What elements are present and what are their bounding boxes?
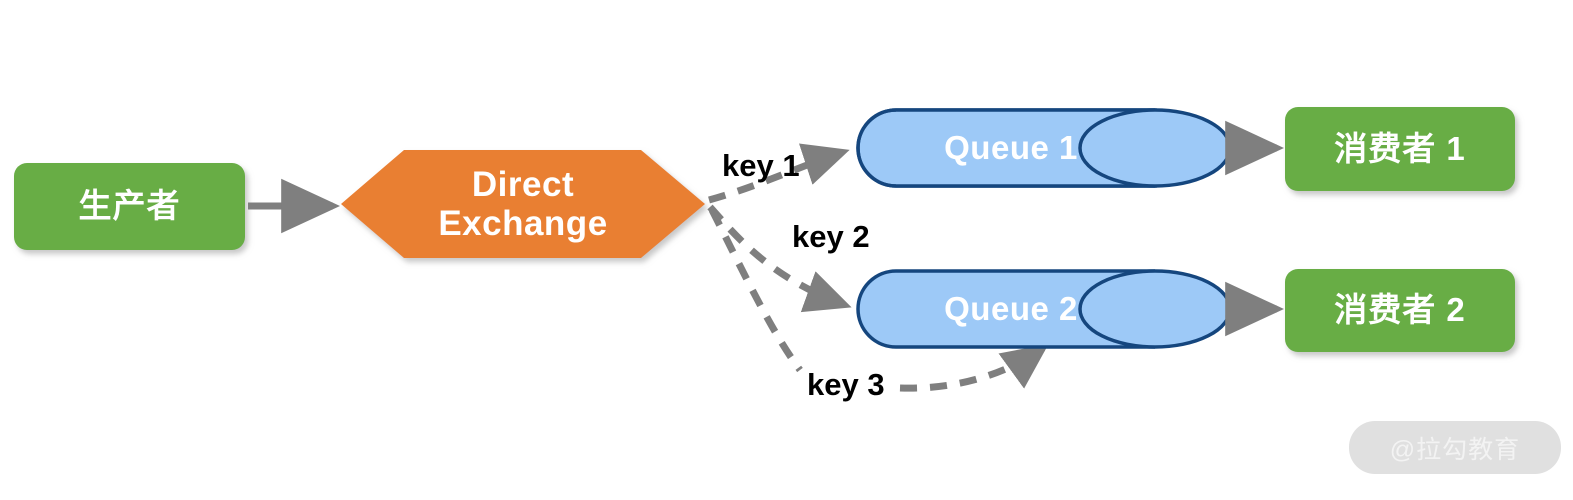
node-queue2[interactable] — [856, 269, 1232, 349]
consumer1-box-shape — [1285, 107, 1515, 191]
node-consumer2[interactable] — [1285, 269, 1515, 352]
edge-label-key-2: key 2 — [792, 219, 870, 254]
node-exchange[interactable] — [341, 150, 705, 258]
exchange-hexagon-shape — [341, 150, 705, 258]
edge-key-3 — [708, 208, 1049, 392]
edge-key-1 — [708, 143, 850, 204]
queue1-left-cap — [856, 108, 897, 188]
node-queue1[interactable] — [856, 108, 1232, 188]
watermark: @拉勾教育 — [1349, 421, 1561, 474]
producer-box-shape — [14, 163, 245, 250]
queue2-right-cap-ellipse — [1078, 269, 1232, 349]
node-producer[interactable] — [14, 163, 245, 250]
key3-dashed-arrow — [899, 343, 1049, 392]
edge-label-key-3: key 3 — [807, 367, 885, 402]
key1-dashed-arrow — [708, 143, 850, 204]
edge-label-key-1: key 1 — [722, 148, 800, 183]
queue1-right-cap-ellipse — [1078, 108, 1232, 188]
key3-dashed-stem — [708, 208, 803, 373]
queue2-left-cap — [856, 269, 897, 349]
node-consumer1[interactable] — [1285, 107, 1515, 191]
consumer2-box-shape — [1285, 269, 1515, 352]
